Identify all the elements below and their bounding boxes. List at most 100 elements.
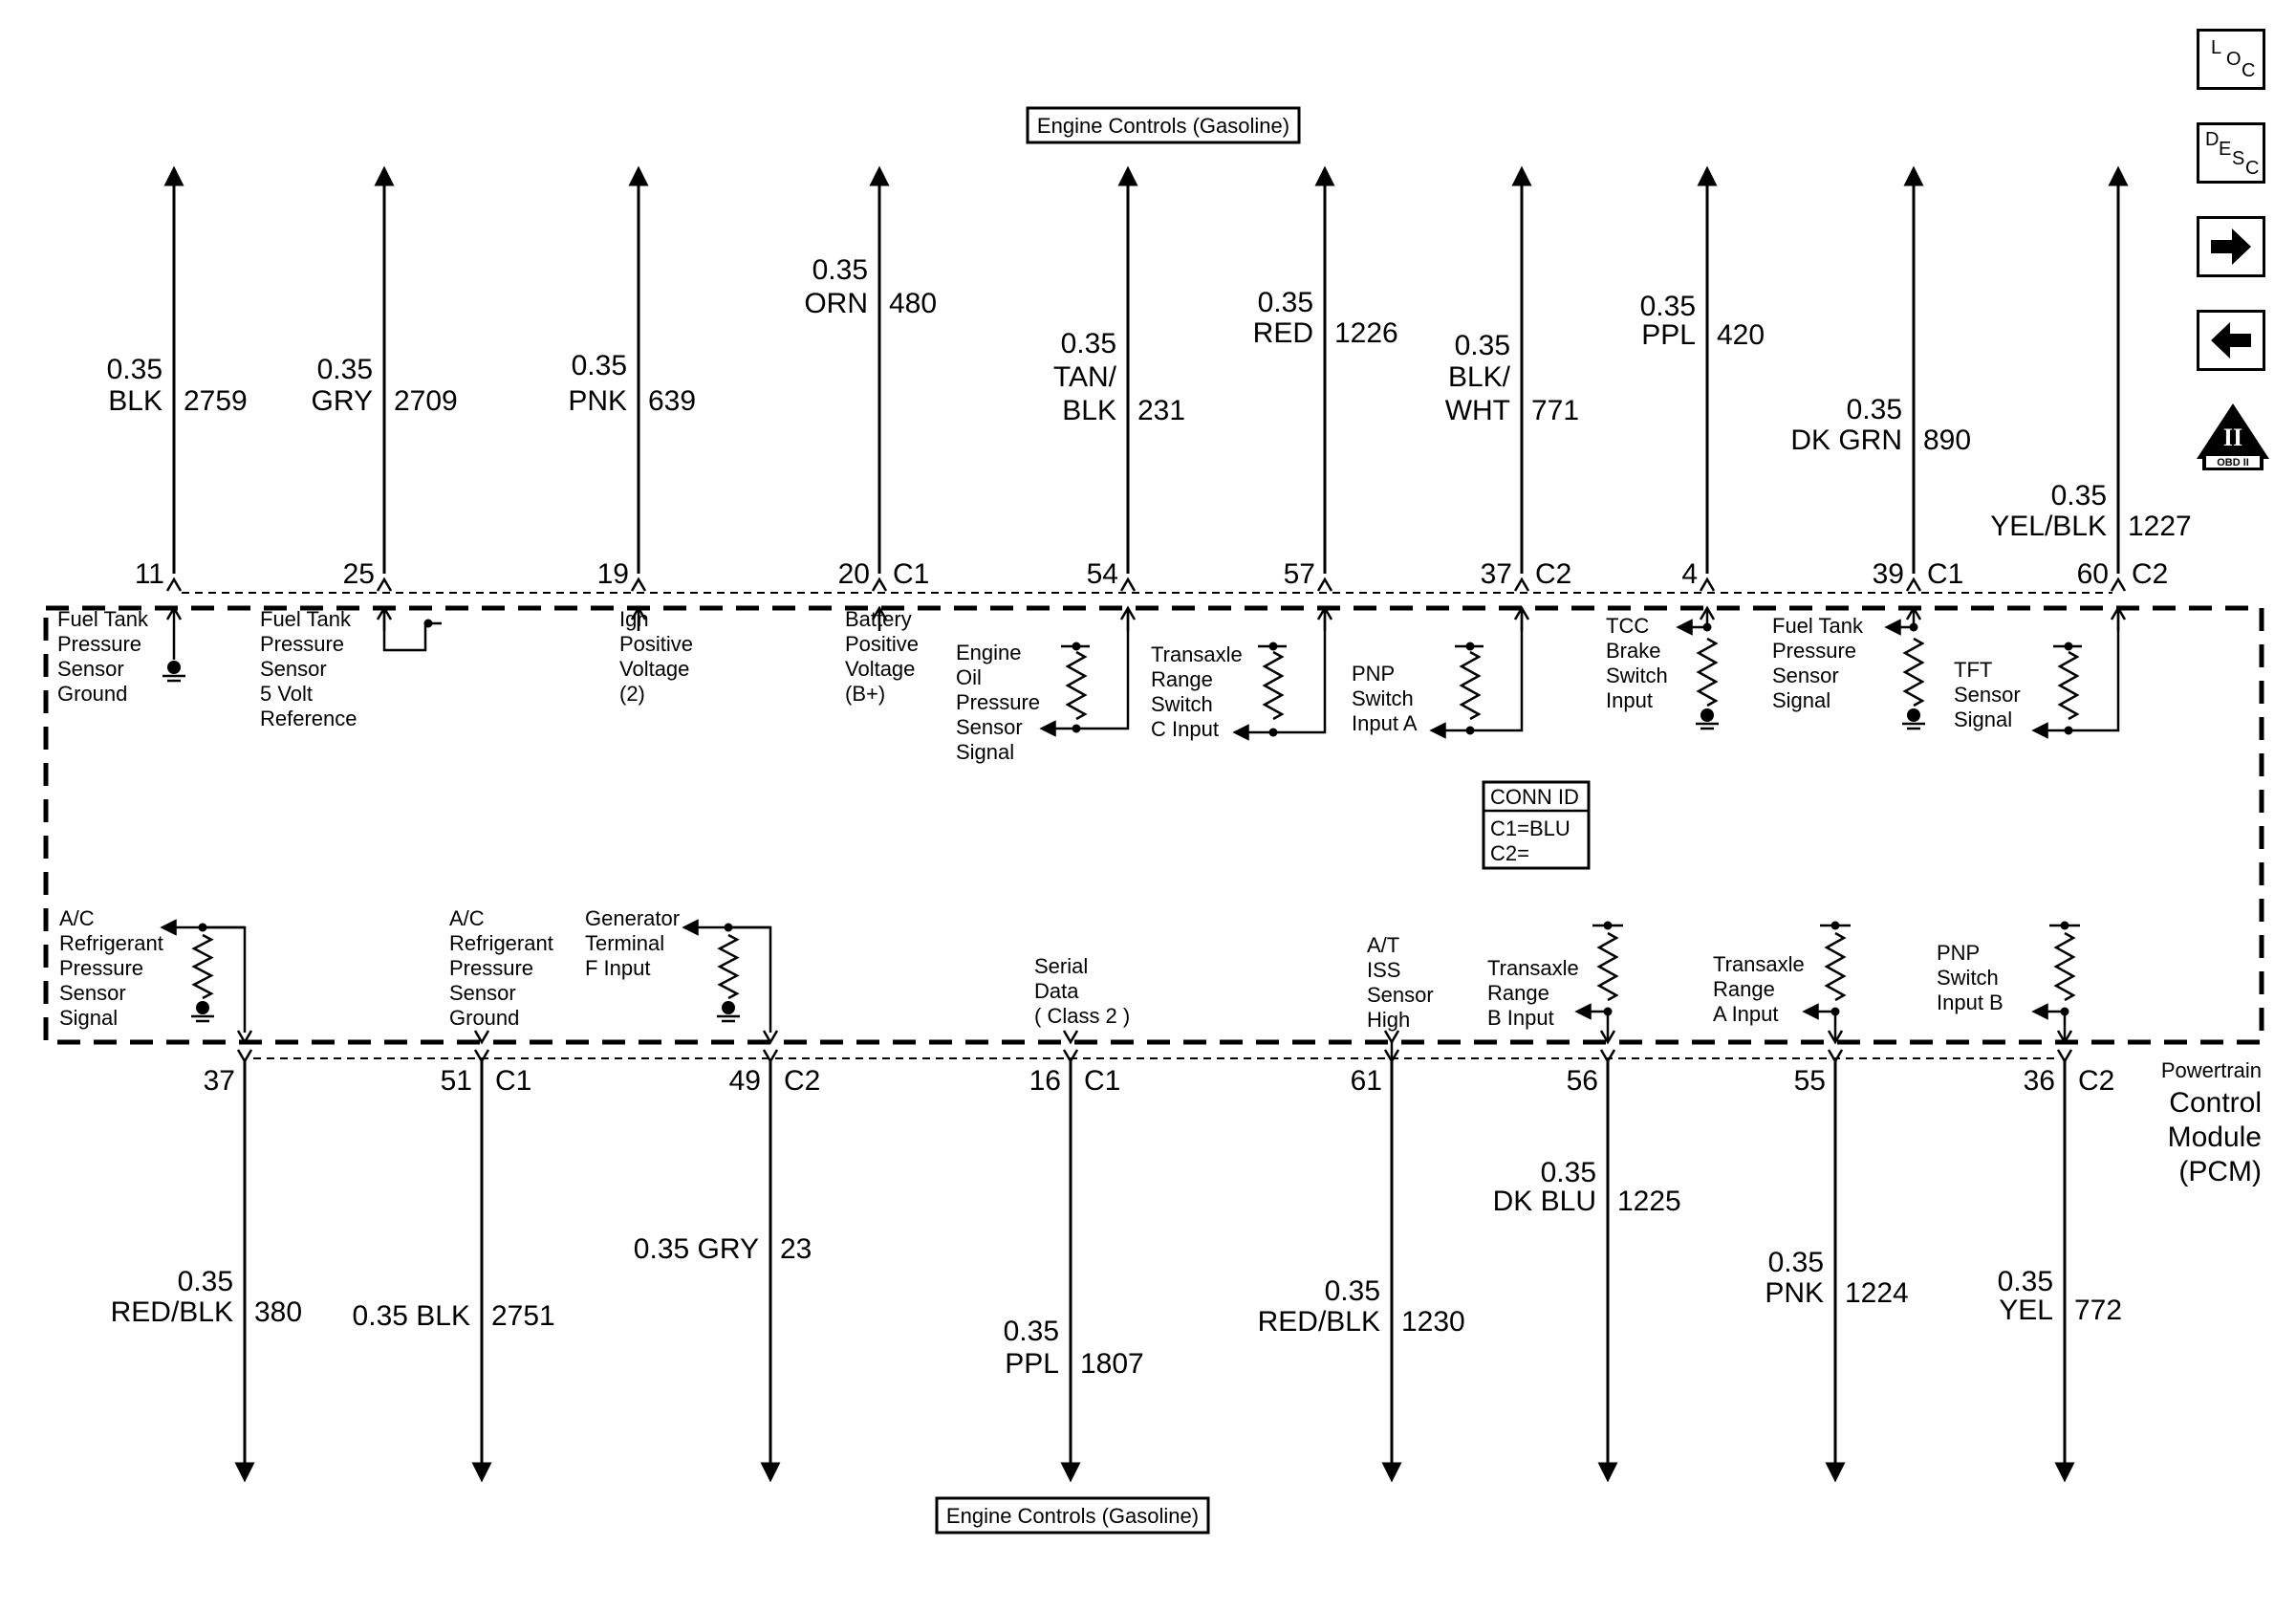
- description-line: Generator: [585, 906, 680, 930]
- pin-number: 37: [204, 1065, 235, 1097]
- junction-dot: [1072, 642, 1081, 651]
- junction-dot: [1268, 642, 1278, 651]
- description-line: Pressure: [59, 956, 143, 980]
- arrow-right-icon: [2211, 229, 2251, 265]
- tr-b-circuit: [1574, 921, 1623, 1042]
- connector-chevron: [236, 1049, 253, 1064]
- description-line: Serial: [1034, 954, 1088, 978]
- wire-color: PNK: [568, 385, 627, 417]
- wire-circuit: 2759: [184, 385, 248, 417]
- connector-id: C1: [893, 558, 929, 590]
- description-line: Fuel Tank: [260, 607, 352, 631]
- connector-id: C2: [2078, 1065, 2114, 1097]
- wire-size: 0.35: [1640, 291, 1696, 322]
- description-line: Pressure: [1772, 639, 1856, 663]
- description-line: C Input: [1151, 717, 1219, 741]
- description-line: Transaxle: [1713, 952, 1805, 976]
- resistor-symbol: [1902, 637, 1925, 708]
- wire-size: 0.35: [812, 254, 868, 286]
- location-button[interactable]: L O C: [2197, 29, 2265, 90]
- wire-color: YEL: [1999, 1295, 2053, 1326]
- arrow-left-icon: [2211, 322, 2251, 359]
- connector-id: C1: [495, 1065, 531, 1097]
- wire-size-color: 0.35 BLK: [353, 1300, 470, 1332]
- bottom-title-box[interactable]: Engine Controls (Gasoline): [935, 1496, 1210, 1535]
- connector-id: C1: [1084, 1065, 1120, 1097]
- wire-size: 0.35: [178, 1266, 233, 1297]
- module-name: Powertrain Control Module (PCM): [2161, 1058, 2262, 1187]
- ground-dot: [1700, 708, 1714, 722]
- top-title-box[interactable]: Engine Controls (Gasoline): [1026, 106, 1301, 144]
- wire-color: TAN/: [1053, 361, 1117, 393]
- description-line: Brake: [1606, 639, 1660, 663]
- wire-circuit: 1230: [1401, 1306, 1465, 1338]
- connector-id: C2: [1535, 558, 1571, 590]
- description-line: Ground: [449, 1006, 519, 1030]
- resistor-symbol: [1824, 931, 1847, 1002]
- connector-chevron: [376, 577, 393, 592]
- description-line: Voltage: [619, 657, 689, 681]
- ground-dot: [167, 661, 181, 674]
- wire-color: BLK: [1062, 395, 1116, 426]
- wire-circuit: 890: [1923, 425, 1971, 456]
- desc-s: S: [2232, 148, 2245, 169]
- resistor-symbol: [1065, 650, 1088, 721]
- pin-number: 55: [1794, 1065, 1826, 1097]
- wire-circuit: 772: [2074, 1295, 2122, 1326]
- wire-circuit: 1807: [1080, 1348, 1144, 1380]
- resistor-symbol: [2057, 650, 2080, 721]
- description-line: Signal: [59, 1006, 118, 1030]
- description-button[interactable]: D E S C: [2197, 122, 2265, 184]
- description-line: Terminal: [585, 931, 664, 955]
- pcm-boundary: [43, 605, 2264, 1045]
- wire-circuit: 1226: [1334, 317, 1398, 349]
- wire-size: 0.35: [1768, 1247, 1824, 1278]
- wire-circuit: 480: [889, 288, 937, 319]
- connector-id: C2: [784, 1065, 820, 1097]
- description-line: Fuel Tank: [1772, 614, 1864, 638]
- pin-number: 36: [2024, 1065, 2055, 1097]
- description-line: PNP: [1937, 941, 1980, 965]
- description-line: Range: [1713, 977, 1775, 1001]
- conn-id-title: CONN ID: [1490, 785, 1579, 809]
- junction-dot: [2060, 921, 2069, 930]
- connector-chevron: [1599, 1049, 1616, 1064]
- obd-ii-button[interactable]: II OBD II: [2195, 402, 2271, 472]
- conn-id-c2: C2=: [1490, 841, 1529, 865]
- pin-number: 54: [1087, 558, 1118, 590]
- description-line: Signal: [956, 740, 1014, 764]
- wire-circuit: 231: [1137, 395, 1185, 426]
- connector-chevron: [2110, 577, 2127, 592]
- loc-o: O: [2226, 49, 2242, 70]
- wire-color: RED/BLK: [1258, 1306, 1380, 1338]
- description-line: (B+): [845, 682, 885, 706]
- description-line: TFT: [1954, 658, 1992, 682]
- desc-c: C: [2245, 158, 2260, 179]
- reference-switch: [382, 608, 442, 652]
- resistor-symbol: [717, 933, 740, 1000]
- wire-space: [408, 1300, 416, 1332]
- connector-chevron: [630, 577, 647, 592]
- description-line: Data: [1034, 979, 1079, 1003]
- next-page-button[interactable]: [2197, 216, 2265, 277]
- description-line: A/T: [1367, 933, 1399, 957]
- connector-chevron: [1827, 1049, 1844, 1064]
- wire-color: BLK/: [1448, 361, 1511, 393]
- resistor-symbol: [1262, 650, 1285, 721]
- wire-color: PPL: [1641, 319, 1696, 351]
- previous-page-button[interactable]: [2197, 310, 2265, 371]
- pin-number: 60: [2077, 558, 2109, 590]
